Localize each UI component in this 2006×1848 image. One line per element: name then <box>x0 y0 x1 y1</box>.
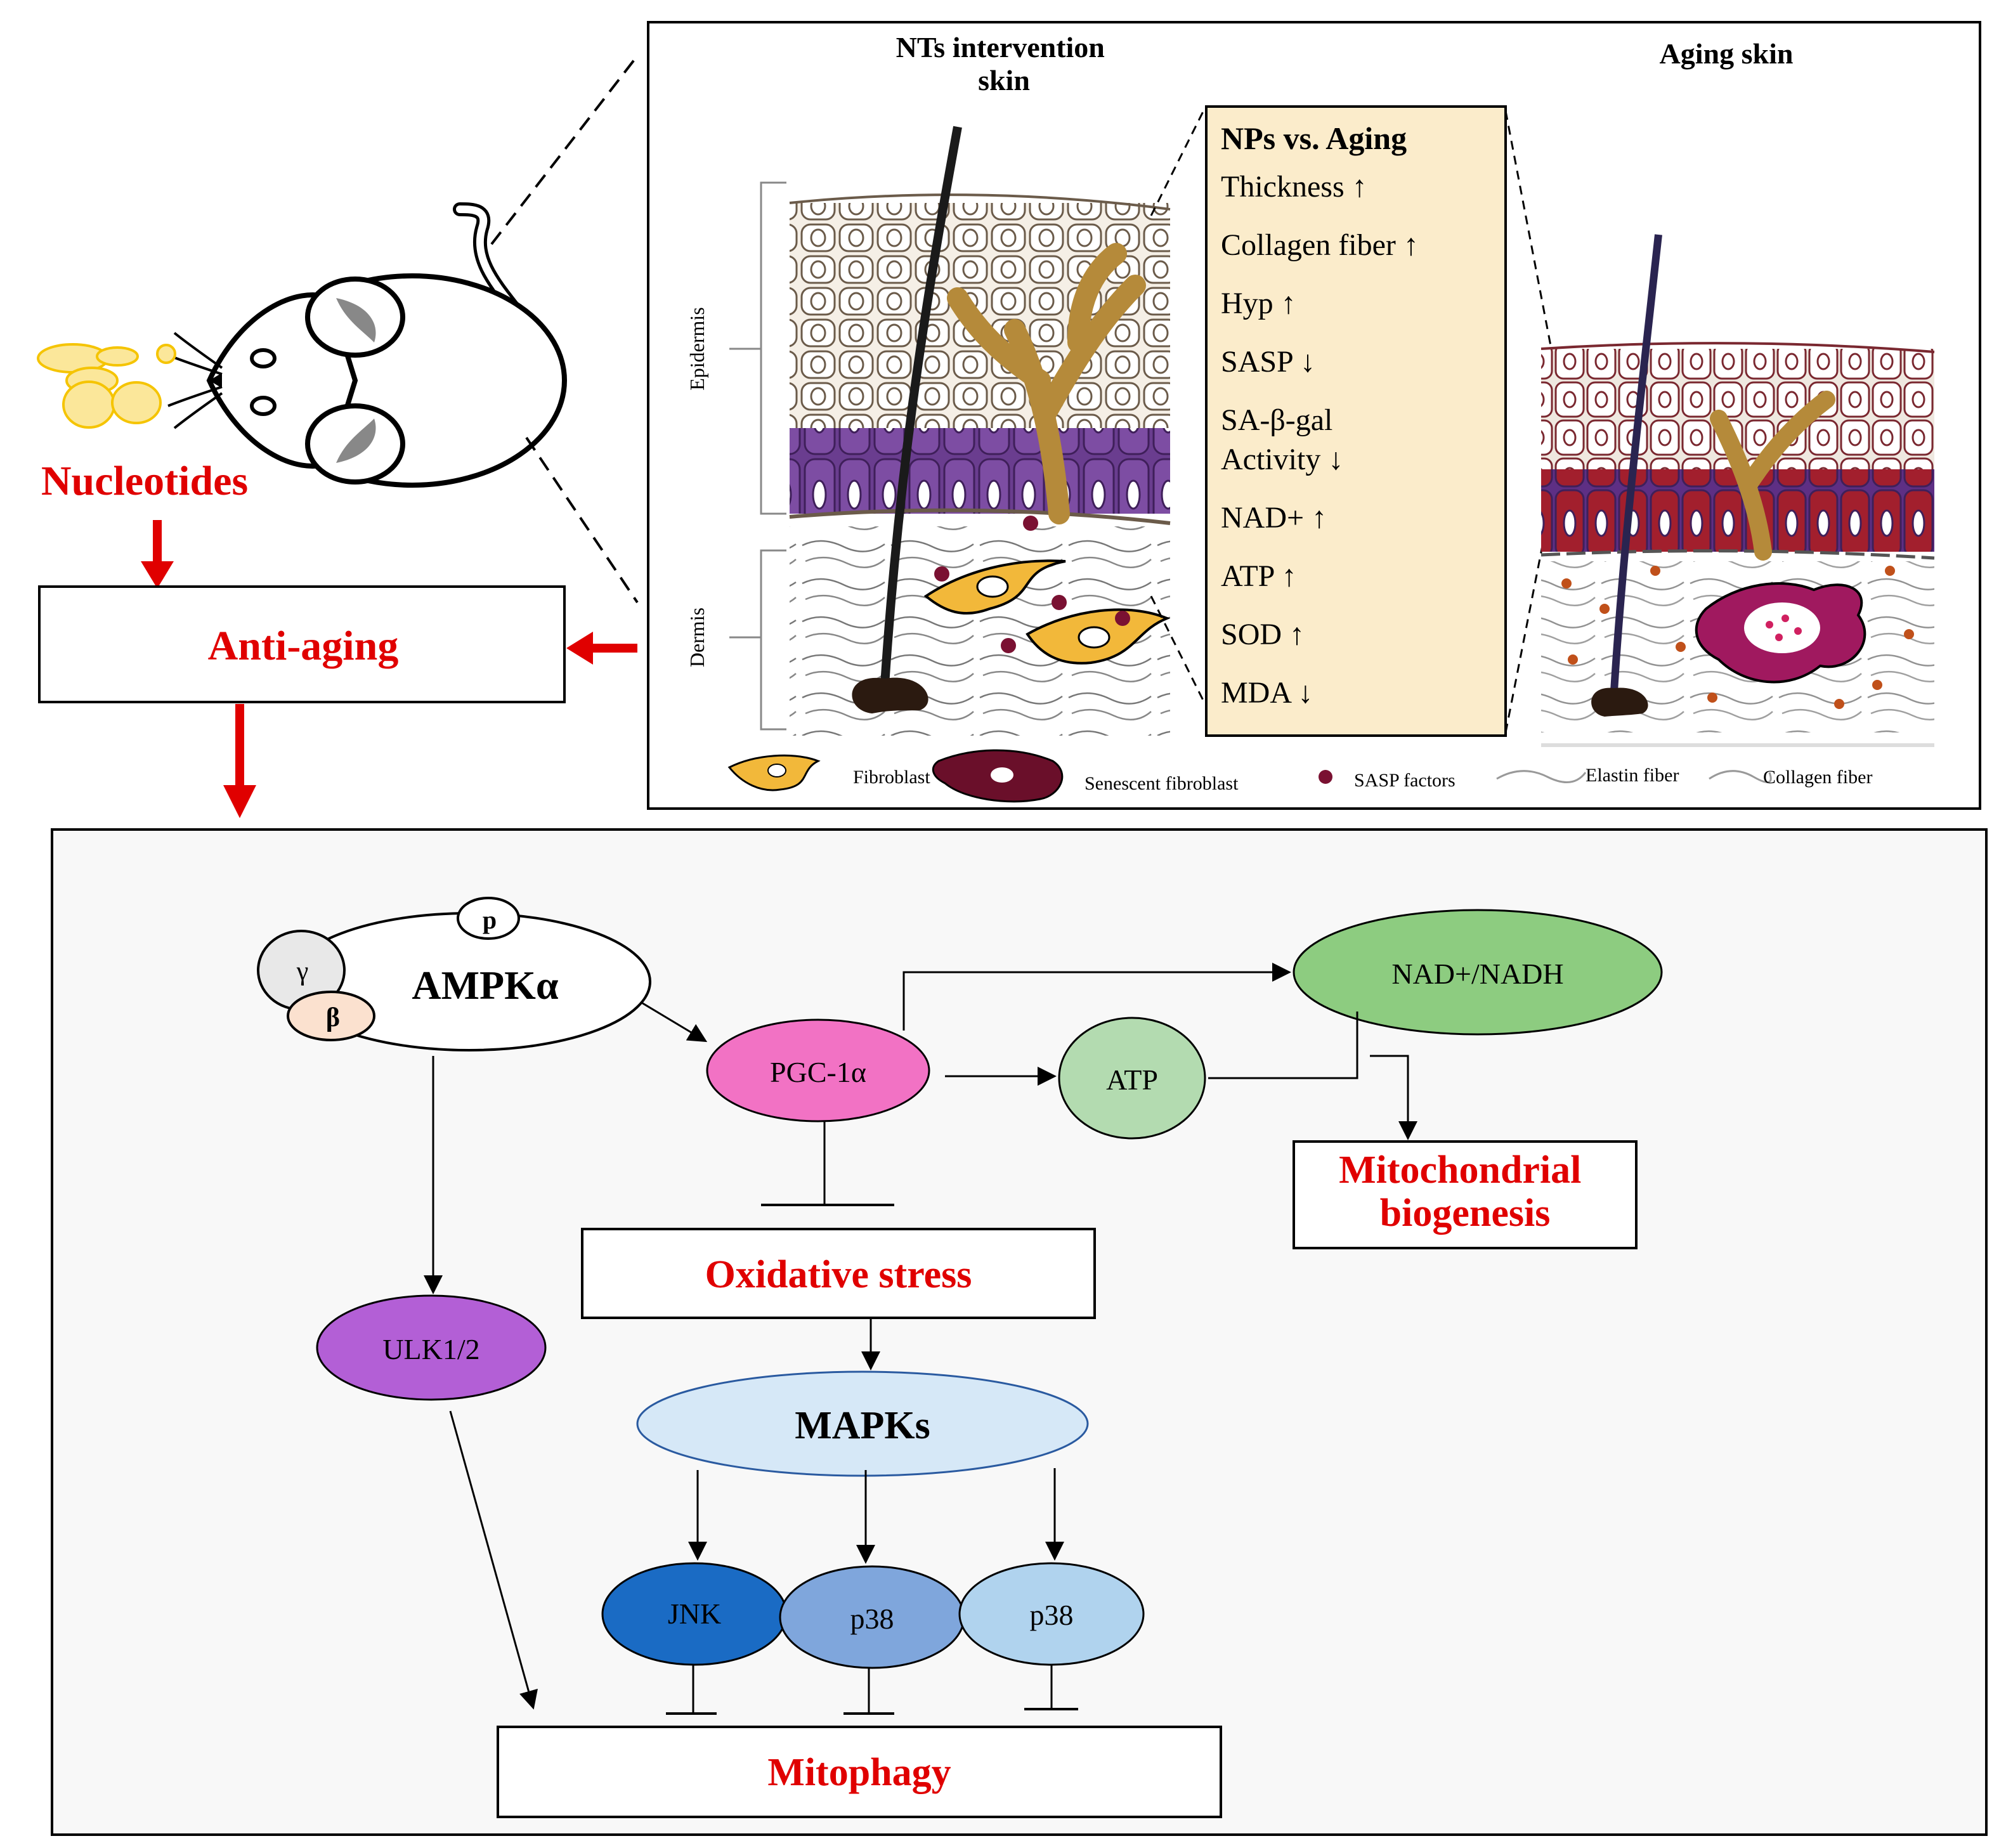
oxidative-stress-box <box>581 1228 1096 1319</box>
ampk-label: AMPKα <box>412 963 559 1008</box>
mitophagy-box <box>497 1726 1222 1818</box>
layer-brackets <box>729 181 786 731</box>
atp-label: ATP <box>1106 1064 1158 1096</box>
mito-biogenesis-label: Mitochondrial biogenesis <box>1339 1148 1591 1235</box>
ulk-label: ULK1/2 <box>382 1333 479 1365</box>
comparison-item: MDA ↓ <box>1221 676 1313 710</box>
pathway-connectors <box>424 963 1417 1715</box>
aging-skin-illustration <box>1540 234 1935 747</box>
legend-fibroblast: Fibroblast <box>853 767 930 788</box>
comparison-item: Collagen fiber ↑ <box>1221 228 1419 262</box>
dermis-label: Dermis <box>686 608 708 667</box>
comparison-title: NPs vs. Aging <box>1221 120 1407 156</box>
zoom-line-box-b <box>1150 595 1206 705</box>
p-label: p <box>483 906 497 934</box>
edge-pgc-nad <box>902 963 1291 1031</box>
atp-node <box>1058 1017 1206 1140</box>
edge-atp-nad <box>1208 1012 1358 1079</box>
comparison-item: Thickness ↑ <box>1221 170 1367 204</box>
mitophagy-label: Mitophagy <box>767 1751 951 1794</box>
comparison-item: ATP ↑ <box>1221 559 1297 593</box>
nucleotides-label: Nucleotides <box>41 458 248 504</box>
comparison-items: Thickness ↑ Collagen fiber ↑ Hyp ↑ SASP ↓ SA… <box>1221 170 1419 710</box>
pgc-label: PGC-1α <box>770 1056 866 1088</box>
legend-sasp: SASP factors <box>1354 770 1456 791</box>
fibroblast-icon <box>727 754 821 791</box>
gamma-label: γ <box>296 957 309 986</box>
arrow-nucleotides-to-antiaging <box>141 520 174 589</box>
arrow-skin-to-antiaging <box>566 632 637 665</box>
aging-skin-title: Aging skin <box>1660 37 1794 70</box>
nucleotide-pellets <box>37 343 176 429</box>
legend: Fibroblast Senescent fibroblast SASP fac… <box>727 749 1872 803</box>
sasp-factor-icon <box>1319 770 1332 784</box>
jnk-label: JNK <box>668 1597 721 1630</box>
senescent-fibroblast-icon <box>932 749 1064 803</box>
nts-skin-illustration <box>789 126 1171 736</box>
pgc-node <box>706 1018 930 1122</box>
zoom-line-box-a <box>1150 107 1206 216</box>
p38-label-2: p38 <box>1030 1599 1074 1631</box>
zoom-line-bottom <box>525 436 639 604</box>
elastin-fiber-icon <box>1496 770 1587 783</box>
beta-subunit <box>287 991 375 1041</box>
nad-node <box>1293 909 1663 1036</box>
mito-biogenesis-box <box>1293 1140 1638 1249</box>
zoom-line-top <box>490 55 639 245</box>
beta-label: β <box>326 1003 340 1032</box>
mapks-label: MAPKs <box>795 1404 930 1447</box>
p38-label-1: p38 <box>850 1603 894 1635</box>
zoom-line-aging-a <box>1504 110 1552 346</box>
ulk-node <box>316 1294 547 1401</box>
comparison-item: Hyp ↑ <box>1221 287 1296 320</box>
anti-aging-label: Anti-aging <box>208 623 399 669</box>
mouse-illustration <box>167 202 567 488</box>
epidermis-label: Epidermis <box>686 307 708 391</box>
legend-collagen: Collagen fiber <box>1763 767 1872 788</box>
comparison-box <box>1205 105 1507 737</box>
arrow-antiaging-to-pathway <box>223 704 256 818</box>
comparison-item: SASP ↓ <box>1221 345 1315 379</box>
phospho-group <box>457 897 520 940</box>
legend-senescent: Senescent fibroblast <box>1084 773 1239 794</box>
collagen-fiber-icon <box>1709 770 1772 783</box>
mapks-node <box>636 1370 1089 1477</box>
ampk-complex <box>257 897 651 1051</box>
oxidative-stress-label: Oxidative stress <box>705 1253 972 1296</box>
edge-ulk-mitophagy <box>449 1410 538 1710</box>
edge-to-mito-biogenesis <box>1370 1055 1417 1140</box>
comparison-item: SOD ↑ <box>1221 618 1305 651</box>
legend-elastin: Elastin fiber <box>1586 765 1679 786</box>
nad-label: NAD+/NADH <box>1391 958 1563 990</box>
anti-aging-box <box>38 585 566 703</box>
edge-ampk-pgc <box>640 1001 708 1043</box>
zoom-line-aging-b <box>1504 519 1549 733</box>
nts-skin-title: NTs intervention skin <box>896 31 1112 96</box>
comparison-item: NAD+ ↑ <box>1221 501 1327 535</box>
